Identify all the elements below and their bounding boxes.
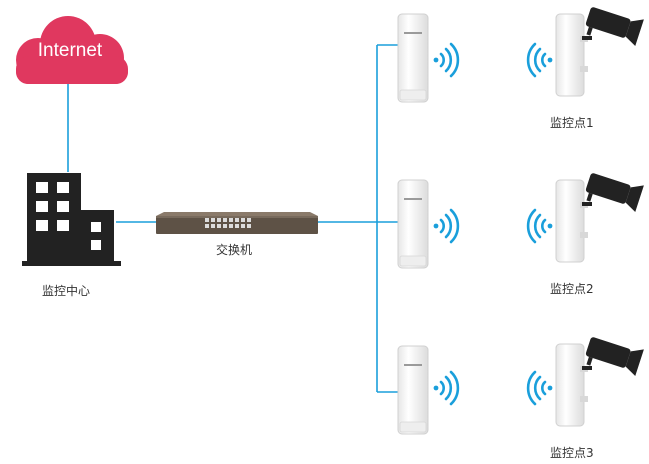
monitoring-center-label: 监控中心 (42, 284, 91, 298)
access-point-1-icon (397, 13, 429, 103)
wifi-signal-icon (526, 208, 554, 244)
access-point-2-icon (397, 179, 429, 269)
network-links (67, 44, 398, 393)
wifi-signal-icon (432, 208, 460, 244)
monitoring-point-1-label: 监控点1 (550, 116, 594, 130)
wifi-signal-icon (526, 42, 554, 78)
switch-label: 交换机 (216, 243, 253, 257)
monitoring-point-2-label: 监控点2 (550, 282, 594, 296)
wifi-signal-icon (526, 370, 554, 406)
camera-station-1-icon (555, 2, 645, 97)
building-icon (22, 173, 121, 266)
access-point-3-icon (397, 345, 429, 435)
internet-cloud-icon (16, 16, 128, 84)
camera-station-3-icon (555, 332, 645, 427)
camera-station-2-icon (555, 168, 645, 263)
wifi-signal-icon (432, 370, 460, 406)
wifi-signal-icon (432, 42, 460, 78)
monitoring-point-3-label: 监控点3 (550, 446, 594, 460)
internet-label: Internet (37, 40, 103, 61)
network-switch-icon (156, 212, 318, 234)
